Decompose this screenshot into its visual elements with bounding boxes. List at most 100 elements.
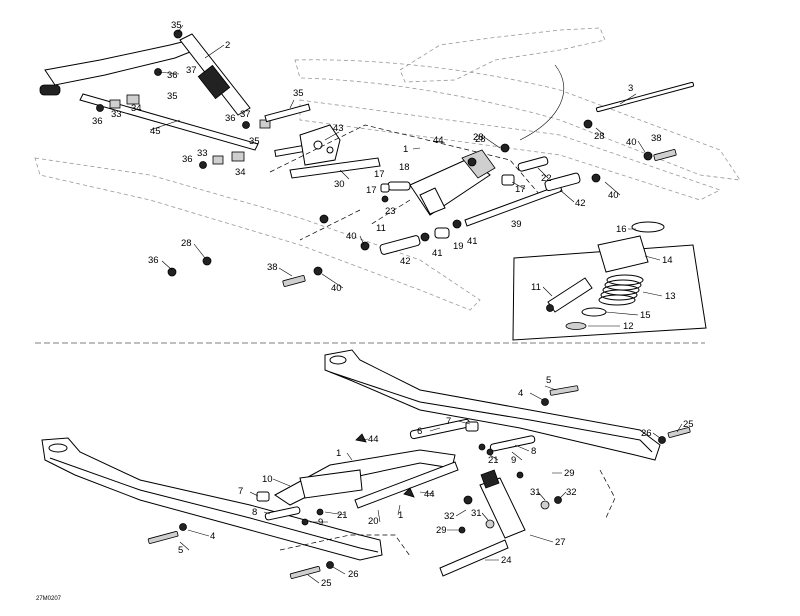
callout: 29: [564, 468, 575, 479]
callout: 45: [150, 126, 161, 137]
callout: 25: [321, 578, 332, 589]
callout: 40: [346, 231, 357, 242]
callout: 1: [398, 510, 403, 521]
callout: 26: [641, 428, 652, 439]
nut-40b: [360, 241, 370, 251]
leader-lines: [149, 24, 646, 289]
callout: 37: [186, 65, 197, 76]
bushing-7b: [256, 491, 270, 502]
callout: 24: [501, 555, 512, 566]
nut-40a: [591, 173, 601, 183]
callout: 21: [337, 510, 348, 521]
shock-2-cylinder: [197, 64, 231, 100]
left-rail-slot: [48, 443, 68, 453]
routing-curve: [519, 64, 565, 141]
callout: 44: [433, 135, 444, 146]
right-rail-slot: [329, 355, 347, 365]
nut-29a: [516, 471, 524, 479]
bushing-19: [434, 227, 450, 239]
callout: 39: [511, 219, 522, 230]
inset-shock-eye: [546, 304, 554, 312]
shock-bracket: [299, 124, 341, 166]
nut-4b: [179, 523, 187, 531]
upper-callouts: 35 2 36 37 35 34 36 33 45 36 37 35 36 33…: [92, 20, 662, 294]
center-arm-crossbar: [354, 461, 459, 509]
callout: 42: [400, 256, 411, 267]
callout: 29: [436, 525, 447, 536]
callout: 32: [444, 511, 455, 522]
bolt-38a: [653, 149, 677, 161]
callout: 35: [167, 91, 178, 102]
callout: 34: [235, 167, 246, 178]
callout: 38: [267, 262, 278, 273]
spacer-37: [259, 119, 271, 129]
callout: 4: [210, 531, 215, 542]
ghost-rail-left-upper: [34, 157, 481, 311]
left-rail-inner: [49, 457, 379, 553]
rear-shock-spring-seat: [461, 149, 496, 179]
callout: 35: [293, 88, 304, 99]
bushing-7a: [465, 421, 479, 432]
spacer-33a: [109, 99, 121, 109]
callout: 4: [518, 388, 523, 399]
washer-12: [565, 322, 587, 330]
callout: 14: [662, 255, 673, 266]
callout: 1: [336, 448, 341, 459]
callout: 44: [368, 434, 379, 445]
callout: 23: [385, 206, 396, 217]
bolt-35a: [264, 103, 311, 123]
nut-32b: [554, 496, 562, 504]
callout: 8: [531, 446, 536, 457]
callout: 17: [366, 185, 377, 196]
callout: 33: [197, 148, 208, 159]
ghost-handle: [399, 27, 606, 83]
callout: 11: [376, 223, 386, 234]
callout: 17: [374, 169, 385, 180]
callout: 3: [628, 83, 633, 94]
callout: 40: [331, 283, 342, 294]
washer-41b: [452, 219, 462, 229]
callout: 40: [626, 137, 637, 148]
inset-leaders: [542, 228, 663, 327]
bushing-17a: [380, 183, 390, 193]
callout: 21: [488, 455, 499, 466]
callout: 20: [368, 516, 379, 527]
nut-28b: [319, 214, 329, 224]
washer-15: [581, 307, 607, 317]
lower-callouts: 5 4 8 25 26 44 6 1 7 21 9 7 10 29 31 32 …: [178, 375, 694, 589]
callout: 17: [515, 184, 526, 195]
callout: 44: [424, 489, 435, 500]
bolt-39: [464, 184, 563, 227]
bracket-hole-a: [313, 140, 323, 150]
shock-eyelet-top: [467, 157, 477, 167]
nut-36f: [173, 29, 183, 39]
callout: 32: [566, 487, 577, 498]
callout: 1: [403, 144, 408, 155]
washer-41a: [420, 232, 430, 242]
nut-28c: [202, 256, 212, 266]
callout: 6: [417, 426, 422, 437]
bolt-38b: [282, 275, 306, 287]
nut-40c: [313, 266, 323, 276]
nut-36e: [167, 267, 177, 277]
callout: 28: [473, 132, 484, 143]
callout: 36: [92, 116, 103, 127]
grease-44b: [403, 487, 415, 498]
figure-reference: 27M0207: [36, 596, 62, 602]
spring-stopper-16: [631, 221, 665, 233]
shaft-24: [439, 539, 509, 577]
callout: 16: [616, 224, 627, 235]
callout: 28: [594, 131, 605, 142]
callout: 13: [665, 291, 676, 302]
callout: 12: [623, 321, 634, 332]
arm-pivot-tube: [39, 84, 61, 96]
tube-42a: [544, 172, 581, 192]
right-slide-rail: [324, 349, 661, 461]
spring-13: [598, 274, 644, 306]
nut-21a: [478, 443, 486, 451]
rear-shock-body-lower: [419, 187, 446, 215]
bracket-hole-b: [326, 146, 334, 154]
callout: 9: [318, 517, 323, 528]
callout: 42: [575, 198, 586, 209]
bolt-25b: [289, 566, 321, 579]
